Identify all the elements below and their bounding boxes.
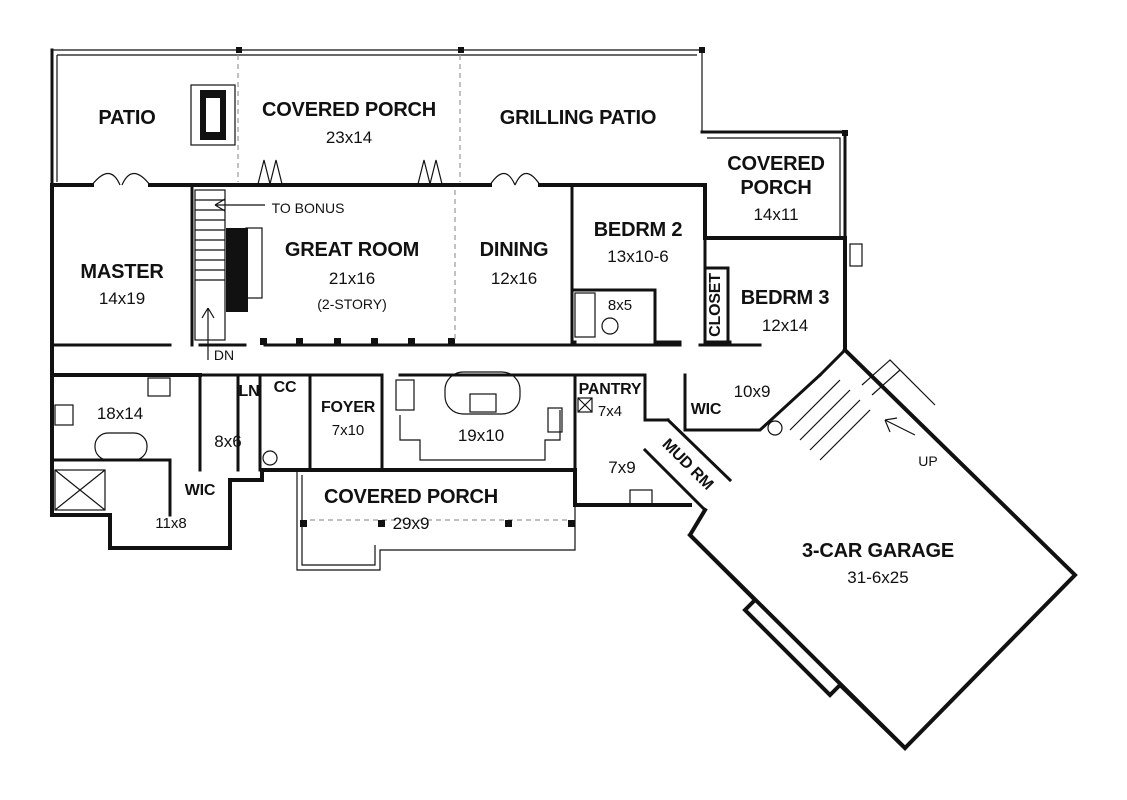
- label-patio: PATIO: [98, 107, 156, 129]
- dim-foyer: 7x10: [331, 422, 365, 439]
- patio-door: [91, 172, 151, 186]
- dim-master: 14x19: [98, 289, 146, 308]
- dim-wic-master: 11x8: [155, 515, 187, 532]
- dim-covered-porch-front: 29x9: [392, 514, 430, 533]
- bathtub: [574, 292, 596, 338]
- staircase: [194, 189, 226, 341]
- dn-note: DN: [213, 347, 235, 363]
- label-great-room: GREAT ROOM: [284, 239, 420, 261]
- toilet: [601, 317, 619, 335]
- outdoor-fireplace: [190, 84, 236, 146]
- up-arrow: [884, 417, 916, 436]
- label-wic-bed3: WIC: [690, 401, 722, 418]
- dim-bedrm2: 13x10-6: [607, 247, 669, 266]
- dim-master-bath: 18x14: [96, 404, 144, 423]
- dim-bath3: 10x9: [733, 382, 771, 401]
- label-garage: 3-CAR GARAGE: [801, 540, 955, 562]
- label-covered-porch-front: COVERED PORCH: [323, 486, 499, 508]
- label-ln: LN: [238, 383, 260, 400]
- dim-pantry: 7x4: [597, 403, 623, 420]
- mud-room-walls: [642, 417, 733, 513]
- dn-arrow: [201, 307, 215, 360]
- label-dining: DINING: [479, 239, 549, 261]
- interior-walls: [50, 183, 848, 517]
- garage-walls: [687, 347, 1078, 751]
- note-great-room: (2-STORY): [317, 296, 387, 312]
- kitchen-island: [395, 371, 563, 461]
- dim-laundry: 7x9: [608, 458, 636, 477]
- dim-hall-bath: 8x6: [214, 432, 242, 451]
- dim-bedrm3: 12x14: [761, 316, 809, 335]
- master-bath-fixtures: [54, 377, 171, 511]
- label-bedrm3: BEDRM 3: [740, 287, 830, 309]
- dim-bath2: 8x5: [607, 297, 633, 314]
- dim-kitchen: 19x10: [457, 426, 505, 445]
- grill-patio-door: [489, 172, 541, 186]
- dim-dining: 12x16: [490, 269, 538, 288]
- label-pantry: PANTRY: [578, 381, 642, 398]
- label-covered-porch-rear: COVERED PORCH: [261, 99, 437, 121]
- label-covered-porch-side-2: PORCH: [740, 177, 812, 199]
- dim-covered-porch-rear: 23x14: [325, 128, 373, 147]
- dim-covered-porch-side: 14x11: [753, 205, 799, 224]
- label-closet: CLOSET: [707, 273, 724, 337]
- label-cc: CC: [273, 379, 297, 396]
- label-master: MASTER: [80, 261, 164, 283]
- label-foyer: FOYER: [320, 399, 376, 416]
- dim-great-room: 21x16: [328, 269, 376, 288]
- fireplace: [226, 228, 248, 312]
- column-row: [260, 338, 455, 345]
- front-porch: [296, 470, 576, 571]
- label-wic-master: WIC: [184, 482, 216, 499]
- label-bedrm2: BEDRM 2: [593, 219, 683, 241]
- to-bonus-arrow: [214, 198, 265, 212]
- up-note: UP: [918, 453, 938, 469]
- label-covered-porch-side-1: COVERED: [727, 153, 825, 175]
- label-grilling-patio: GRILLING PATIO: [499, 107, 657, 129]
- dim-garage: 31-6x25: [847, 568, 909, 587]
- to-bonus-note: TO BONUS: [271, 200, 345, 216]
